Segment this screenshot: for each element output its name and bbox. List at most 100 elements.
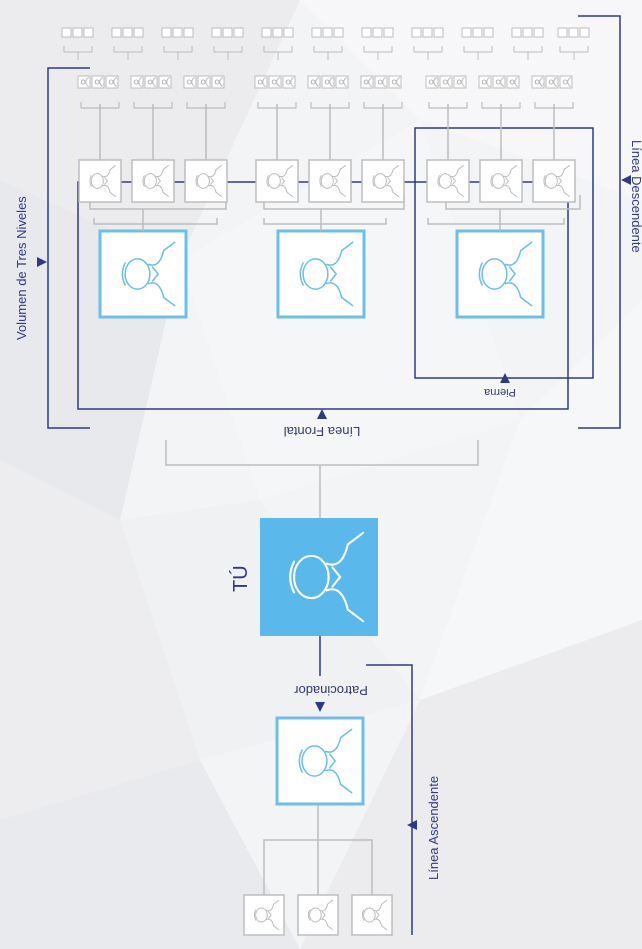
level4-connector [413,46,443,53]
level3-connector [133,102,173,109]
person-avatar-icon [442,77,451,87]
level2-connector [427,218,565,225]
person-avatar-icon [94,77,103,87]
person-avatar-icon [161,77,170,87]
person-avatar-icon [271,77,280,87]
person-avatar-icon [298,728,353,794]
level4-member-card [557,27,568,38]
person-avatar-icon [289,531,365,623]
level4-member-card [579,27,590,38]
level4-member-card [233,27,244,38]
level4-member-card [133,27,144,38]
person-avatar-icon [372,165,399,197]
level4-member-card [222,27,233,38]
person-avatar-icon [200,77,209,87]
sponsor-label: Patrocinador [294,683,368,698]
level4-member-card [161,27,172,38]
level4-connector [113,46,143,53]
level4-member-card [568,27,579,38]
level4-member-card [261,27,272,38]
level4-member-card [283,27,294,38]
level4-connector [513,46,543,53]
level4-connector [363,46,393,53]
level4-member-card [361,27,372,38]
front-line-label: Línea Frontal [283,424,361,439]
person-avatar-icon [548,77,557,87]
leg-label: Pierna [484,386,516,398]
level4-member-card [422,27,433,38]
level4-member-card [333,27,344,38]
person-avatar-icon [481,77,490,87]
front-line-connector [165,440,479,466]
level3-connector [80,102,120,109]
person-avatar-icon [108,77,117,87]
person-avatar-icon [509,77,518,87]
person-avatar-icon [338,77,347,87]
you-label: TÚ [230,565,252,592]
level4-member-card [383,27,394,38]
level3-connector [428,102,468,109]
level2-connector [263,218,387,225]
front-line-arrow [317,409,327,419]
level4-member-card [272,27,283,38]
descending-line-bracket [578,15,621,429]
person-avatar-icon [437,165,464,197]
person-avatar-icon [285,77,294,87]
level4-member-card [183,27,194,38]
three-level-volume-bracket [47,67,90,429]
person-avatar-icon [534,77,543,87]
level4-connector [559,46,589,53]
person-avatar-icon [310,77,319,87]
person-avatar-icon [80,77,89,87]
person-avatar-icon [147,77,156,87]
level4-member-card [522,27,533,38]
three-level-volume-label: Volumen de Tres Niveles [14,196,29,340]
person-avatar-icon [495,77,504,87]
level4-member-card [311,27,322,38]
person-avatar-icon [478,241,533,307]
person-avatar-icon [324,77,333,87]
person-avatar-icon [299,241,354,307]
level4-member-card [83,27,94,38]
person-avatar-icon [363,77,372,87]
person-avatar-icon [133,77,142,87]
level4-member-card [511,27,522,38]
person-avatar-icon [319,165,346,197]
person-avatar-icon [428,77,437,87]
level4-member-card [433,27,444,38]
level4-connector [163,46,193,53]
level4-member-card [111,27,122,38]
person-avatar-icon [391,77,400,87]
level2-connector [93,218,218,225]
level4-connector [313,46,343,53]
level4-member-card [122,27,133,38]
person-avatar-icon [257,77,266,87]
level3-connector [534,102,574,109]
ascending-line-label: Línea Ascendente [426,775,441,880]
level4-connector [213,46,243,53]
level3-connector [186,102,226,109]
person-avatar-icon [142,165,169,197]
level4-member-card [211,27,222,38]
person-avatar-icon [89,165,116,197]
person-avatar-icon [543,165,570,197]
level4-connector [263,46,293,53]
level4-member-card [483,27,494,38]
level3-connector [257,102,297,109]
person-avatar-icon [361,899,388,931]
three-level-volume-arrow [37,257,47,267]
person-avatar-icon [377,77,386,87]
level4-connector [63,46,93,53]
person-avatar-icon [456,77,465,87]
person-avatar-icon [490,165,517,197]
person-avatar-icon [121,241,176,307]
level4-member-card [61,27,72,38]
level4-member-card [372,27,383,38]
level3-connector [481,102,521,109]
person-avatar-icon [266,165,293,197]
sponsor-arrow [315,702,325,712]
level4-member-card [322,27,333,38]
level4-member-card [472,27,483,38]
level4-member-card [172,27,183,38]
